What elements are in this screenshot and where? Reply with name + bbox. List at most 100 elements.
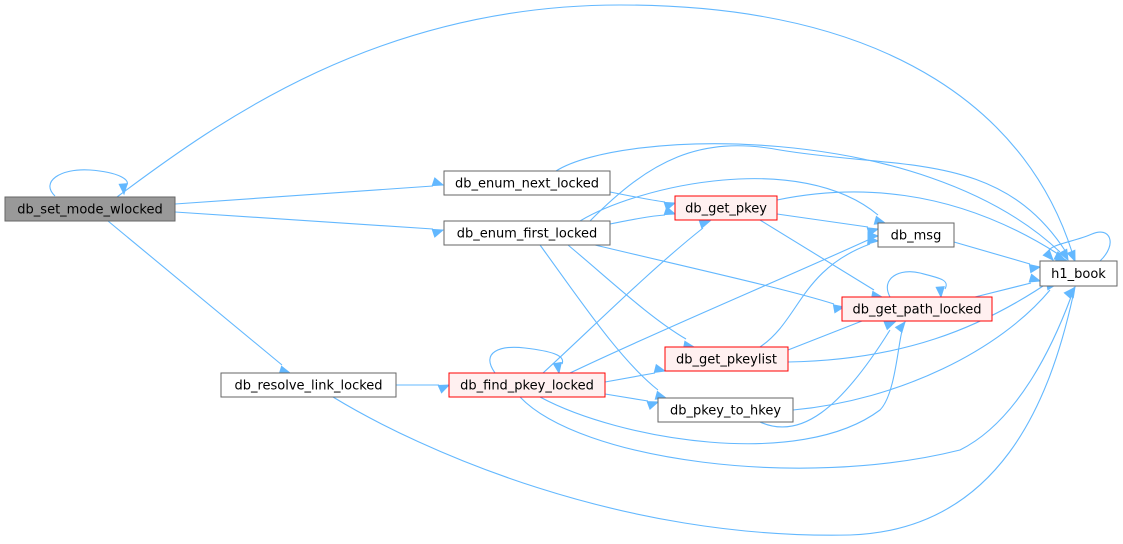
arrow-head	[867, 231, 880, 241]
node-db_enum_next_locked[interactable]: db_enum_next_locked	[443, 170, 611, 196]
nodes-layer: db_set_mode_wlocked db_enum_next_lockeddb…	[4, 170, 1118, 423]
edge-db_msg-to-h1_book	[953, 241, 1042, 274]
node-db_msg[interactable]: db_msg	[877, 222, 955, 248]
edge-db_resolve_link_locked-to-db_find_pkey_locked	[396, 384, 451, 394]
edge-line	[776, 191, 1059, 255]
edge-db_find_pkey_locked-to-db_get_pkeylist	[604, 363, 667, 383]
node-label: db_enum_first_locked	[457, 227, 598, 242]
arrow-head	[1042, 249, 1054, 262]
edge-db_get_pkeylist-to-db_msg	[759, 235, 880, 348]
node-label: db_pkey_to_hkey	[670, 404, 781, 419]
edge-line	[569, 239, 869, 374]
edge-db_enum_first_locked-to-db_get_pkey	[609, 206, 677, 225]
node-label: db_get_path_locked	[853, 303, 982, 318]
edge-db_find_pkey_locked-to-db_get_pkey	[542, 219, 712, 374]
node-box[interactable]	[220, 372, 397, 398]
edge-db_get_pkey-to-db_msg	[776, 213, 880, 237]
edge-line	[489, 346, 564, 374]
arrow-head	[1063, 286, 1075, 299]
edge-h1_book-to-h1_book	[1042, 231, 1111, 262]
edge-line	[787, 277, 1056, 363]
arrow-head	[552, 361, 562, 375]
arrow-head	[935, 286, 945, 299]
edge-db_enum_first_locked-to-db_get_pkeylist	[567, 244, 696, 350]
node-label: h1_book	[1051, 267, 1106, 282]
edge-db_set_mode_wlocked-to-db_set_mode_wlocked	[49, 169, 128, 197]
edge-line	[974, 282, 1032, 298]
node-box[interactable]	[1039, 260, 1118, 287]
arrow-head	[698, 219, 712, 229]
node-label: db_enum_next_locked	[455, 177, 599, 192]
node-box[interactable]	[674, 195, 778, 221]
node-box[interactable]	[4, 196, 176, 222]
arrow-head	[431, 228, 445, 238]
node-label: db_msg	[891, 229, 942, 244]
arrow-head	[1066, 249, 1076, 263]
edge-line	[174, 211, 434, 230]
edges-layer	[49, 4, 1111, 536]
node-db_get_pkey[interactable]: db_get_pkey	[674, 195, 778, 221]
edge-db_enum_first_locked-to-db_get_path_locked	[594, 244, 846, 314]
node-db_get_path_locked[interactable]: db_get_path_locked	[841, 296, 993, 322]
edge-line	[49, 169, 128, 197]
edge-line	[776, 213, 869, 228]
edge-line	[539, 244, 659, 391]
arrow-head	[431, 177, 445, 187]
edge-line	[604, 372, 656, 383]
edge-line	[332, 295, 1074, 536]
edge-db_find_pkey_locked-to-db_get_path_locked	[539, 320, 906, 445]
arrow-head	[437, 384, 451, 394]
edge-db_find_pkey_locked-to-db_find_pkey_locked	[489, 346, 564, 375]
edge-line	[759, 219, 875, 291]
edge-line	[174, 185, 434, 205]
node-box[interactable]	[877, 222, 955, 248]
node-db_enum_first_locked[interactable]: db_enum_first_locked	[443, 220, 611, 246]
arrow-head	[894, 320, 906, 334]
edge-line	[1047, 231, 1111, 262]
node-db_set_mode_wlocked[interactable]: db_set_mode_wlocked	[4, 196, 176, 222]
arrow-head	[832, 304, 846, 314]
node-box[interactable]	[443, 220, 611, 246]
edge-db_get_path_locked-to-h1_book	[974, 273, 1042, 298]
node-box[interactable]	[443, 170, 611, 196]
edge-db_enum_next_locked-to-h1_book	[555, 143, 1067, 261]
node-label: db_get_pkeylist	[676, 353, 777, 368]
edge-db_set_mode_wlocked-to-db_enum_first_locked	[174, 211, 445, 238]
edge-db_set_mode_wlocked-to-h1_book	[116, 4, 1076, 263]
edge-db_get_pkey-to-db_get_path_locked	[759, 219, 884, 300]
node-box[interactable]	[841, 296, 993, 322]
node-db_get_pkeylist[interactable]: db_get_pkeylist	[664, 346, 789, 372]
edge-line	[107, 220, 283, 366]
edge-line	[589, 145, 1067, 253]
edge-line	[519, 296, 1072, 469]
node-box[interactable]	[664, 346, 789, 372]
edge-line	[539, 330, 903, 445]
edge-line	[594, 244, 835, 305]
node-box[interactable]	[657, 397, 794, 423]
arrow-head	[118, 183, 128, 196]
edge-line	[555, 143, 1061, 253]
edge-line	[604, 393, 649, 402]
edge-line	[759, 329, 891, 428]
node-box[interactable]	[448, 372, 606, 398]
edge-db_set_mode_wlocked-to-db_resolve_link_locked	[107, 220, 292, 375]
arrow-head	[1028, 264, 1042, 274]
node-label: db_set_mode_wlocked	[17, 203, 162, 218]
node-db_find_pkey_locked[interactable]: db_find_pkey_locked	[448, 372, 606, 398]
edge-db_find_pkey_locked-to-db_msg	[569, 231, 880, 374]
edge-db_find_pkey_locked-to-db_pkey_to_hkey	[604, 393, 660, 411]
edge-db_get_path_locked-to-db_get_path_locked	[886, 271, 947, 299]
edge-db_get_pkey-to-h1_book	[776, 191, 1068, 263]
node-h1_book[interactable]: h1_book	[1039, 260, 1118, 287]
edge-line	[953, 241, 1031, 265]
node-label: db_find_pkey_locked	[460, 379, 594, 394]
arrow-head	[1058, 248, 1069, 262]
edge-line	[567, 244, 687, 340]
node-db_pkey_to_hkey[interactable]: db_pkey_to_hkey	[657, 397, 794, 423]
node-label: db_resolve_link_locked	[234, 379, 382, 394]
arrow-head	[883, 321, 897, 331]
arrow-head	[646, 401, 660, 411]
edge-db_find_pkey_locked-to-h1_book	[519, 286, 1075, 469]
edge-line	[609, 214, 666, 225]
node-db_resolve_link_locked[interactable]: db_resolve_link_locked	[220, 372, 397, 398]
